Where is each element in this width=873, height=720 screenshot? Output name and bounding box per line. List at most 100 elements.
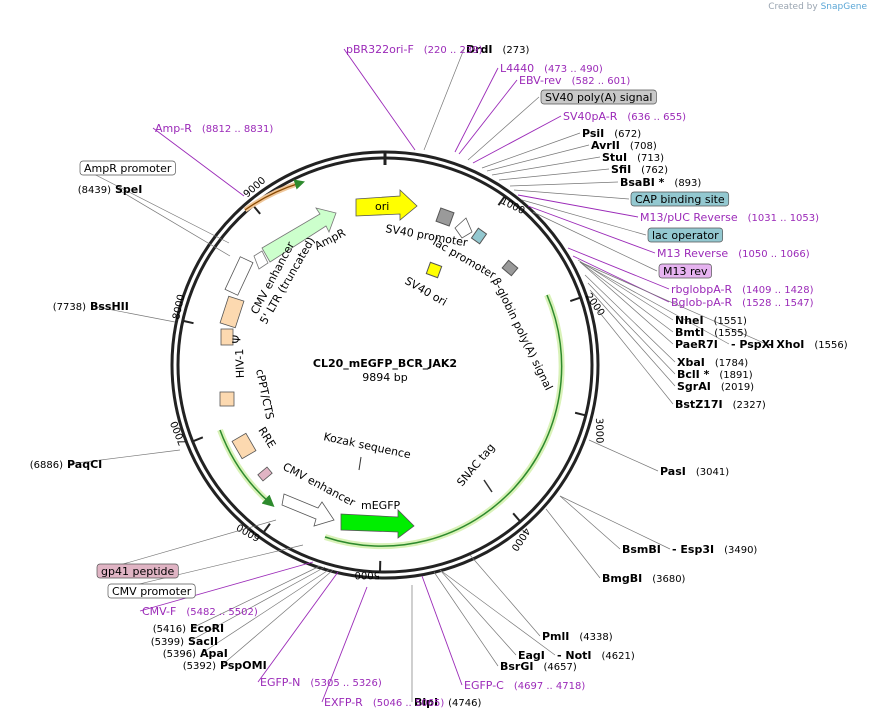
label-name: EcoRI (190, 622, 224, 635)
psi-box (220, 328, 234, 346)
label-position: (473 .. 490) (544, 64, 603, 75)
leader-line (109, 544, 304, 592)
leader-line (191, 565, 321, 629)
rre-label: RRE (255, 425, 278, 451)
label-name: BsaBI * (620, 176, 665, 189)
tick-mark (263, 523, 271, 533)
map-label-drdi: DrdI(273) (466, 43, 530, 56)
leader-line (68, 449, 181, 465)
snapgene-credit: Created by SnapGene (768, 2, 867, 12)
ltr-box (219, 295, 245, 329)
label-name: BmgBI (602, 572, 642, 585)
label-name: Amp-R (155, 122, 192, 135)
label-name: BstZ17I (675, 398, 723, 411)
lac-promoter-arrow (454, 217, 473, 239)
label-name: SacII (188, 635, 218, 648)
cppt-label: cPPT/CTS (253, 368, 276, 421)
map-label-cmv-f: CMV-F(5482 .. 5502) (142, 605, 258, 618)
label-position: (273) (503, 45, 530, 56)
label-name: StuI (602, 151, 627, 164)
label-position: (5305 .. 5326) (310, 678, 382, 689)
label-position: (708) (630, 141, 657, 152)
plasmid-length: 9894 bp (362, 371, 407, 384)
tick-mark (253, 205, 261, 215)
label-position: (5399) (151, 637, 184, 648)
map-label-sv40-poly-a-signal: SV40 poly(A) signal (540, 89, 657, 105)
map-label--xhoi: - XhoI(1556) (768, 338, 848, 351)
tick-mark (193, 436, 204, 442)
leader-line (579, 261, 730, 345)
label-position: (1784) (715, 358, 748, 369)
label-name: AvrII (591, 139, 620, 152)
feature-box (96, 563, 179, 579)
feature-box (107, 583, 196, 599)
tick-mark (183, 320, 194, 325)
map-label-cmv-promoter: CMV promoter (107, 583, 196, 599)
leader-line (343, 48, 416, 151)
leader-line (152, 127, 245, 197)
label-name: rbglobpA-R (671, 283, 732, 296)
map-label-gp41-peptide: gp41 peptide (96, 563, 179, 579)
ampr-orf-arc-line (244, 179, 305, 211)
map-label-sacii: (5399) SacII (151, 635, 218, 648)
leader-line (527, 205, 656, 254)
tick-mark (574, 411, 586, 417)
leader-line (491, 156, 601, 176)
label-name: SV40pA-R (563, 110, 618, 123)
label-position: (762) (641, 165, 668, 176)
leader-line (439, 569, 556, 656)
cmv-enhancer-arrow (281, 493, 335, 527)
label-position: (4621) (602, 651, 635, 662)
feature-box-text: AmpR promoter (84, 162, 172, 175)
leader-line (509, 181, 619, 187)
label-position: (1031 .. 1053) (748, 213, 820, 224)
label-position: (636 .. 655) (627, 112, 686, 123)
map-label-l4440: L4440(473 .. 490) (500, 62, 603, 75)
map-label--noti: - NotI(4621) (557, 649, 635, 662)
label-name: pBR322ori-F (346, 43, 414, 56)
map-label-egfp-c: EGFP-C(4697 .. 4718) (464, 679, 585, 692)
label-name: XbaI (677, 356, 705, 369)
leader-line (201, 568, 331, 654)
label-name: BsrGI (500, 660, 533, 673)
map-label--esp3i: - Esp3I(3490) (672, 543, 757, 556)
leader-line (257, 571, 339, 683)
label-position: (5416) (153, 624, 186, 635)
label-position: (5396) (163, 649, 196, 660)
map-label-rbglobpa-r: rbglobpA-R(1409 .. 1428) (671, 283, 814, 296)
rre-box (231, 432, 257, 460)
snac-marker (483, 479, 493, 493)
cmv-enh-ltr-box (224, 256, 254, 296)
cmv-orf-arc-line (219, 429, 275, 507)
gp41-box (257, 466, 273, 482)
leader-line (584, 274, 676, 363)
label-name: ApaI (200, 647, 228, 660)
leader-line (481, 132, 581, 169)
leader-line (91, 305, 176, 323)
sv40-ori-box (425, 261, 443, 279)
map-label-sv40pa-r: SV40pA-R (636 .. 655) (563, 110, 686, 123)
leader-line (579, 261, 674, 345)
leader-line (517, 194, 639, 218)
label-position: (4746) (448, 698, 481, 709)
ampr-promoter-arrow (253, 250, 269, 270)
label-name: - PspXI (731, 338, 774, 351)
psi-label: Ψ (230, 334, 244, 344)
map-label-eagi: EagI (518, 649, 545, 662)
feature-box-text: gp41 peptide (101, 565, 175, 578)
map-label--pspxi: - PspXI (731, 338, 774, 351)
label-position: (5046 .. 5065) (373, 698, 445, 709)
label-position: (4657) (543, 662, 576, 673)
label-name: BclI * (677, 368, 710, 381)
feature-box-text: CMV promoter (112, 585, 192, 598)
feature-box (540, 89, 657, 105)
label-position: (1556) (814, 340, 847, 351)
label-position: (1551) (714, 316, 747, 327)
leader-line (579, 261, 767, 345)
label-position: (672) (614, 129, 641, 140)
map-label-stui: StuI(713) (602, 151, 664, 164)
label-position: (2019) (721, 382, 754, 393)
leader-lines (68, 48, 767, 703)
leader-line (532, 211, 658, 272)
leader-line (513, 189, 630, 200)
